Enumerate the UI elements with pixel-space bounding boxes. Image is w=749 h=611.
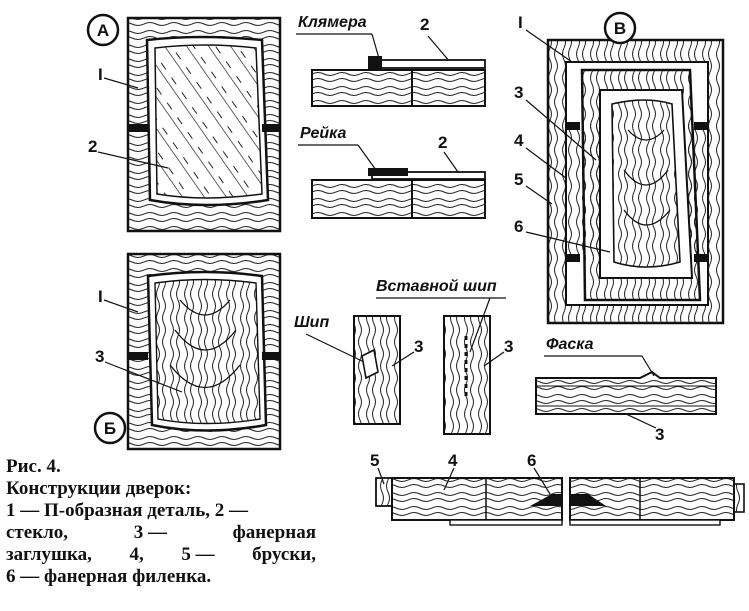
label-2-a: 2 <box>88 137 97 156</box>
label-vstavnoy-ship: Вставной шип <box>376 278 497 295</box>
label-4-bottom: 4 <box>448 451 458 470</box>
label-1-b: I <box>98 287 103 306</box>
label-1-v: I <box>518 13 523 32</box>
label-reyka: Рейка <box>300 125 346 142</box>
section-ship <box>353 315 401 425</box>
label-3-v: 3 <box>514 83 523 102</box>
section-reyka <box>311 168 486 219</box>
panel-b-marker: Б <box>93 411 127 445</box>
label-2-klyamera: 2 <box>420 15 429 34</box>
svg-text:Б: Б <box>104 419 116 438</box>
label-2-reyka: 2 <box>438 133 447 152</box>
label-3-vstavnoy: 3 <box>504 337 513 356</box>
door-b-plywood <box>126 252 282 451</box>
caption-line-1: 1 — П-образная деталь, 2 — <box>6 500 249 521</box>
label-5-bottom: 5 <box>370 451 379 470</box>
section-faska <box>535 370 717 415</box>
caption-heading: Конструкции дверок: <box>6 478 192 499</box>
label-4-v: 4 <box>514 131 524 150</box>
label-ship: Шип <box>294 314 329 331</box>
figure-caption: Рис. 4. Конструкции дверок: 1 — П-образн… <box>6 456 316 588</box>
section-vstavnoy-ship <box>443 315 491 435</box>
label-3-ship: 3 <box>414 337 423 356</box>
label-1-a: I <box>98 65 103 84</box>
label-6-bottom: 6 <box>527 451 536 470</box>
door-v-framed <box>546 38 725 325</box>
caption-line-2: стекло, 3 — фанерная <box>6 522 316 543</box>
label-3-b: 3 <box>95 347 104 366</box>
caption-line-3: заглушка, 4, 5 — бруски, <box>6 544 316 565</box>
label-faska: Фаска <box>546 336 594 353</box>
label-klyamera: Клямера <box>298 14 367 31</box>
label-5-v: 5 <box>514 170 523 189</box>
label-3-faska: 3 <box>655 425 664 444</box>
panel-v-marker: В <box>603 11 637 45</box>
section-bottom <box>375 477 745 526</box>
door-a-glass <box>126 16 282 233</box>
panel-a-marker: А <box>86 13 120 47</box>
caption-title: Рис. 4. <box>6 456 61 477</box>
caption-line-4: 6 — фанерная филенка. <box>6 566 212 587</box>
svg-text:В: В <box>614 19 626 38</box>
label-6-v: 6 <box>514 217 523 236</box>
svg-text:А: А <box>97 21 109 40</box>
section-klyamera <box>311 56 486 107</box>
